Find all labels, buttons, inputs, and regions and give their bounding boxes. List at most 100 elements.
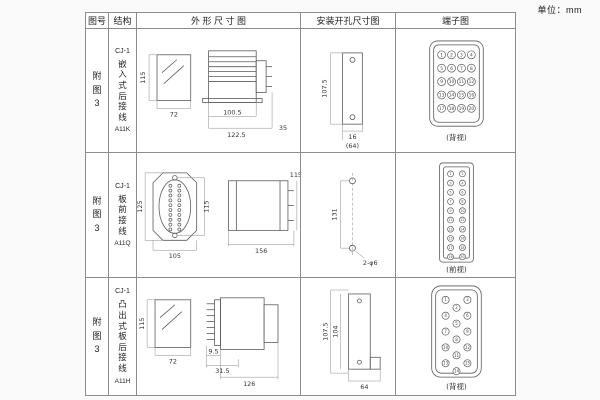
install-cell: 107.5 16 (64): [301, 29, 396, 153]
svg-text:20: 20: [460, 255, 464, 259]
dim-width: 64: [360, 383, 368, 391]
outline-drawing-a11k: 115 72 100.5 122.5 35: [139, 50, 287, 139]
dim-flange-width: 105: [169, 252, 181, 260]
svg-text:3: 3: [460, 52, 463, 58]
install-drawing-a11q: 131 2-φ6: [331, 172, 378, 267]
svg-text:11: 11: [454, 353, 460, 358]
model-label: CJ-1: [115, 182, 130, 190]
side-view: [202, 50, 273, 103]
side-view: [206, 297, 279, 350]
side-dim-lines: [206, 342, 279, 380]
unit-label: 单位：mm: [537, 5, 582, 15]
structure-code: A11Q: [114, 240, 131, 248]
svg-text:5: 5: [455, 321, 458, 326]
dim-flange-depth: 31.5: [215, 367, 229, 375]
front-terminal-dots: [168, 183, 182, 232]
svg-text:3: 3: [466, 297, 469, 302]
view-label: (背视): [446, 381, 467, 391]
header-install-dims: 安装开孔尺寸图: [301, 13, 396, 29]
dim-depth-total: 122.5: [227, 131, 245, 139]
install-drawing-a11k: 107.5 16 (64): [321, 52, 363, 150]
view-label: (前视): [446, 264, 467, 274]
structure-desc: 嵌入式后接线: [118, 58, 127, 122]
svg-text:13: 13: [443, 361, 449, 366]
svg-text:9: 9: [466, 329, 469, 334]
svg-text:5: 5: [450, 190, 452, 194]
svg-text:18: 18: [460, 246, 464, 250]
dim-flange-height: 125: [137, 200, 144, 212]
svg-text:12: 12: [469, 79, 475, 85]
model-label: CJ-1: [115, 288, 130, 296]
view-label: (背视): [446, 132, 467, 142]
outline-drawing-a11q: 125 115 105 156 115: [137, 171, 300, 260]
fig-no-cell: 附图3: [86, 29, 109, 153]
dim-install-width-note: (64): [346, 142, 359, 150]
svg-text:10: 10: [443, 345, 449, 350]
svg-text:15: 15: [448, 237, 452, 241]
dim-front-width: 72: [169, 357, 177, 365]
side-dim-lines: [208, 92, 273, 129]
dim-connector-depth: 35: [279, 124, 287, 132]
front-view: [154, 299, 192, 348]
svg-text:3: 3: [450, 181, 452, 185]
svg-text:6: 6: [466, 313, 469, 318]
svg-text:12: 12: [465, 345, 471, 350]
svg-text:2: 2: [455, 305, 458, 310]
header-fig-no: 图号: [86, 13, 109, 29]
model-label: CJ-1: [115, 47, 130, 55]
side-view: [228, 180, 294, 231]
structure-cell: CJ-1 凸出式板后接线 A11H: [109, 278, 137, 396]
dim-body-height: 115: [290, 171, 300, 179]
fig-no-cell: 附图3: [86, 153, 109, 278]
svg-text:11: 11: [448, 218, 452, 222]
header-structure: 结构: [109, 13, 137, 29]
outline-cell: 115 72 9.5 31.5: [137, 278, 301, 396]
front-dim-lines: [144, 172, 205, 251]
svg-text:19: 19: [459, 106, 465, 112]
svg-text:1: 1: [440, 52, 443, 58]
svg-text:2: 2: [450, 52, 453, 58]
cutout-view: [342, 52, 363, 125]
svg-text:8: 8: [455, 337, 458, 342]
svg-text:14: 14: [460, 227, 464, 231]
svg-text:12: 12: [460, 218, 464, 222]
svg-text:11: 11: [459, 79, 465, 85]
svg-text:18: 18: [449, 106, 455, 112]
svg-text:17: 17: [448, 246, 452, 250]
svg-text:1: 1: [450, 172, 452, 176]
install-cell: 107.5 104 64: [301, 278, 396, 396]
dim-depth-body: 100.5: [223, 108, 241, 116]
terminal-case: [429, 40, 484, 127]
structure-code: A11H: [114, 377, 131, 385]
dim-length: 156: [255, 247, 267, 255]
fig-no: 附图3: [92, 195, 102, 233]
dim-front-height: 115: [139, 71, 147, 83]
header-terminal-diagram: 端子图: [396, 13, 516, 29]
svg-text:10: 10: [460, 209, 464, 213]
svg-text:4: 4: [461, 181, 463, 185]
install-dim-lines: [340, 172, 365, 259]
svg-text:9: 9: [450, 209, 452, 213]
front-view: [156, 54, 192, 101]
svg-text:16: 16: [469, 93, 475, 99]
dim-install-width: 16: [348, 133, 356, 141]
svg-text:4: 4: [444, 313, 447, 318]
svg-text:7: 7: [444, 329, 447, 334]
svg-text:5: 5: [440, 66, 443, 72]
fig-no-cell: 附图3: [86, 278, 109, 396]
dim-height-inner: 104: [332, 325, 340, 337]
svg-text:13: 13: [448, 227, 452, 231]
front-dim-lines: [146, 299, 191, 356]
svg-text:6: 6: [461, 190, 463, 194]
svg-text:9: 9: [440, 79, 443, 85]
structure-code: A11K: [114, 126, 131, 134]
svg-text:7: 7: [460, 66, 463, 72]
outline-cell: 115 72 100.5 122.5 35: [137, 29, 301, 153]
front-view: [152, 172, 198, 241]
dim-holes-note: 2-φ6: [363, 259, 378, 267]
